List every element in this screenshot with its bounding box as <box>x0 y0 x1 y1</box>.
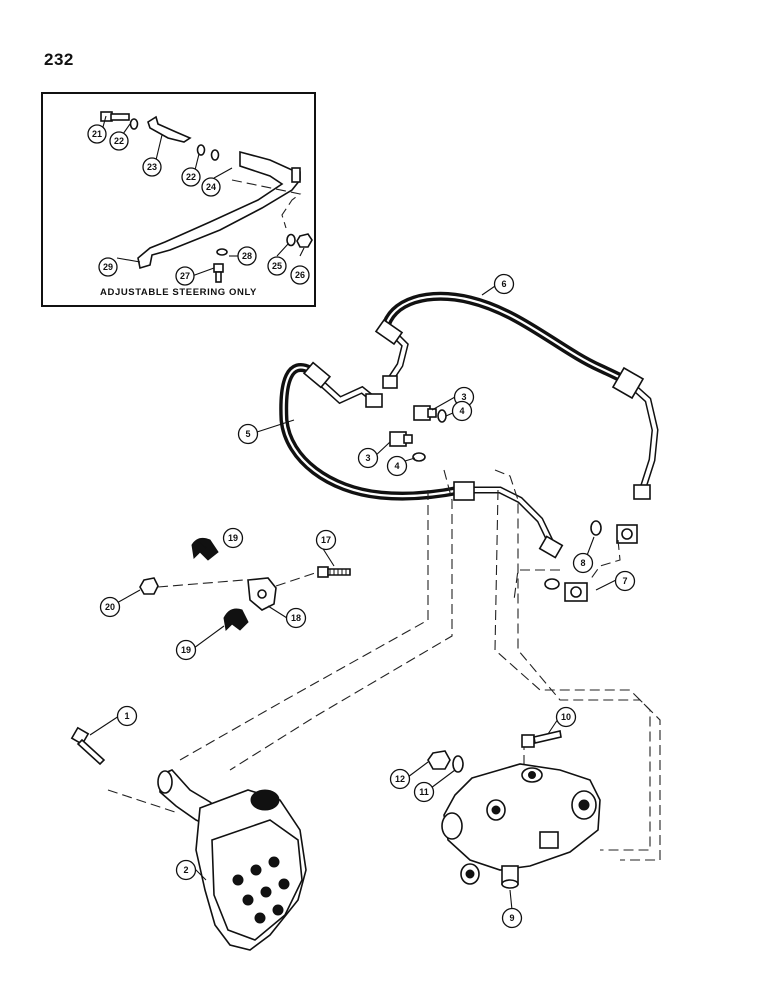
o-ring-8-b <box>544 578 560 590</box>
washer-22-b <box>196 144 206 156</box>
callout-8: 8 <box>580 558 585 568</box>
nut-12 <box>427 750 451 770</box>
nut-20 <box>139 577 159 595</box>
nut-26 <box>296 233 313 248</box>
callout-28: 28 <box>242 251 252 261</box>
bracket-23 <box>147 115 192 143</box>
bolt-1 <box>70 726 106 766</box>
bolt-21 <box>100 111 130 122</box>
bolt-10 <box>521 730 562 748</box>
fitting-3-b <box>389 431 413 447</box>
callout-22-a: 22 <box>114 136 124 146</box>
callout-4-b: 4 <box>394 461 399 471</box>
callout-4-a: 4 <box>459 406 464 416</box>
callout-19-a: 19 <box>228 533 238 543</box>
callout-9: 9 <box>509 913 514 923</box>
callout-10: 10 <box>561 712 571 722</box>
lockwasher-28 <box>216 248 228 256</box>
callout-5: 5 <box>245 429 250 439</box>
callout-23: 23 <box>147 162 157 172</box>
callout-24: 24 <box>206 182 216 192</box>
flow-valve-9 <box>441 763 601 889</box>
callout-21: 21 <box>92 129 102 139</box>
callout-18: 18 <box>291 613 301 623</box>
callout-3-a: 3 <box>461 392 466 402</box>
callout-1: 1 <box>124 711 129 721</box>
page-number: 232 <box>44 50 74 69</box>
callout-2: 2 <box>183 865 188 875</box>
lockwasher-11 <box>452 755 464 773</box>
callout-11: 11 <box>419 787 429 797</box>
o-ring-4-b <box>412 452 426 462</box>
washer-22-a <box>129 118 139 130</box>
callout-19-b: 19 <box>181 645 191 655</box>
hose-5 <box>279 361 564 559</box>
callout-17: 17 <box>321 535 331 545</box>
callout-26: 26 <box>295 270 305 280</box>
hose-6 <box>374 291 659 500</box>
elbow-fitting-7-b <box>564 582 588 602</box>
inset-adjustable-steering: 21 22 23 22 24 29 28 27 25 26 <box>41 92 316 307</box>
bolt-17 <box>317 566 351 578</box>
clamp-19-a <box>191 537 219 561</box>
o-ring-4-a <box>437 409 447 423</box>
callout-27: 27 <box>180 271 190 281</box>
fitting-3-a <box>413 405 437 421</box>
inset-caption: ADJUSTABLE STEERING ONLY <box>100 287 257 298</box>
callout-3-b: 3 <box>365 453 370 463</box>
washer-24 <box>210 149 220 161</box>
callout-20: 20 <box>105 602 115 612</box>
washer-25 <box>286 233 296 247</box>
bolt-27 <box>213 263 224 283</box>
callout-12: 12 <box>395 774 405 784</box>
callout-7: 7 <box>622 576 627 586</box>
clamp-19-b <box>223 608 249 632</box>
callout-25: 25 <box>272 261 282 271</box>
callout-6: 6 <box>501 279 506 289</box>
elbow-fitting-7-a <box>616 524 638 544</box>
callout-29: 29 <box>103 262 113 272</box>
o-ring-8-a <box>590 520 602 536</box>
callout-22-b: 22 <box>186 172 196 182</box>
steering-unit-2 <box>157 769 307 951</box>
